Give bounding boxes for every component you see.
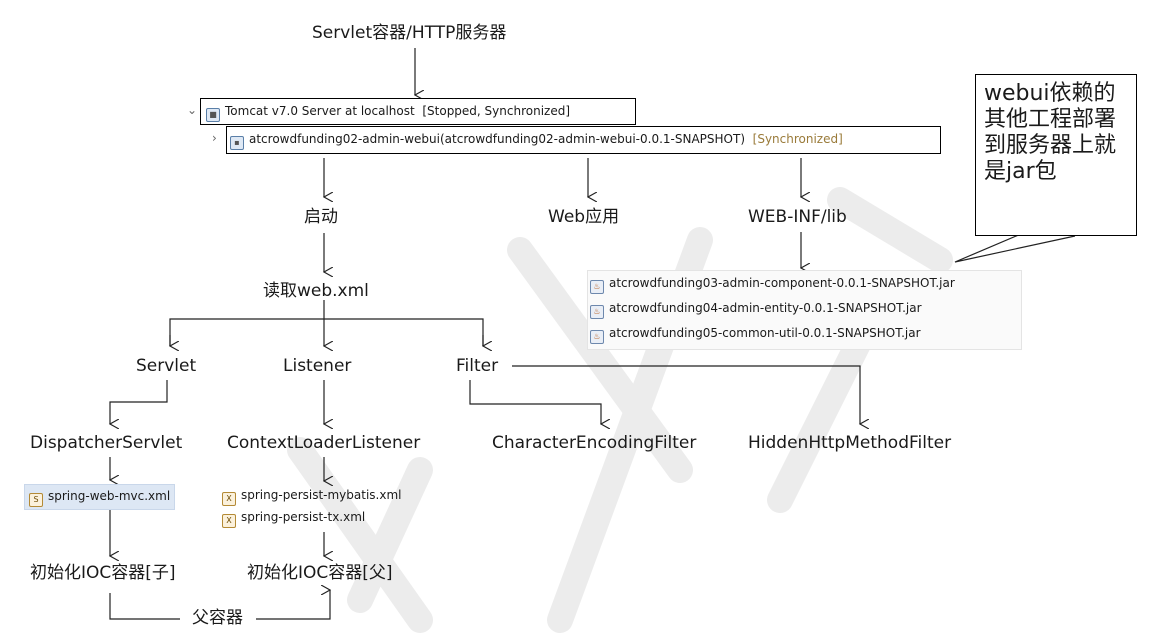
parent-container-label: 父容器	[192, 608, 243, 628]
server-status: [Stopped, Synchronized]	[422, 104, 571, 118]
jar-file-icon: ♨	[590, 280, 604, 294]
startup-label: 启动	[304, 207, 338, 227]
hidden-http-method-filter-label: HiddenHttpMethodFilter	[748, 433, 952, 453]
container-title: Servlet容器/HTTP服务器	[312, 23, 507, 43]
dispatcher-servlet-label: DispatcherServlet	[30, 433, 183, 453]
chevron-down-icon[interactable]: ⌄	[187, 103, 198, 117]
spring-config-icon: S	[29, 493, 43, 507]
server-label: Tomcat v7.0 Server at localhost	[225, 104, 415, 118]
servlet-label: Servlet	[136, 356, 197, 376]
module-label: atcrowdfunding02-admin-webui(atcrowdfund…	[249, 132, 745, 146]
server-icon: ■	[206, 108, 220, 122]
jar-name: atcrowdfunding05-common-util-0.0.1-SNAPS…	[609, 326, 921, 340]
list-item[interactable]: ♨ atcrowdfunding05-common-util-0.0.1-SNAP…	[590, 324, 921, 344]
xml-file-icon: X	[222, 492, 236, 506]
filter-label: Filter	[456, 356, 499, 376]
list-item[interactable]: ♨ atcrowdfunding03-admin-component-0.0.1-…	[590, 274, 955, 294]
list-item[interactable]: ♨ atcrowdfunding04-admin-entity-0.0.1-SNA…	[590, 299, 922, 319]
persist-tx-name: spring-persist-tx.xml	[241, 510, 366, 524]
chevron-right-icon[interactable]: ›	[212, 131, 217, 145]
module-row: ▪ atcrowdfunding02-admin-webui(atcrowdfun…	[230, 130, 843, 150]
module-status: [Synchronized]	[752, 132, 843, 146]
init-child-label: 初始化IOC容器[子]	[30, 563, 176, 583]
callout-text: webui依赖的其他工程部署到服务器上就是jar包	[984, 81, 1117, 184]
jar-file-icon: ♨	[590, 330, 604, 344]
jar-list: ♨ atcrowdfunding03-admin-component-0.0.1-…	[587, 270, 1022, 350]
xml-file-icon: X	[222, 514, 236, 528]
module-icon: ▪	[230, 136, 244, 150]
context-loader-listener-label: ContextLoaderListener	[227, 433, 421, 453]
web-app-label: Web应用	[548, 207, 620, 227]
character-encoding-filter-label: CharacterEncodingFilter	[492, 433, 697, 453]
jar-name: atcrowdfunding03-admin-component-0.0.1-S…	[609, 276, 955, 290]
server-box[interactable]: ■ Tomcat v7.0 Server at localhost [Stoppe…	[200, 98, 636, 125]
callout-box: webui依赖的其他工程部署到服务器上就是jar包	[975, 74, 1137, 236]
jar-name: atcrowdfunding04-admin-entity-0.0.1-SNAP…	[609, 301, 922, 315]
server-row: ■ Tomcat v7.0 Server at localhost [Stoppe…	[206, 102, 570, 122]
web-inf-lib-label: WEB-INF/lib	[748, 207, 847, 227]
jar-file-icon: ♨	[590, 305, 604, 319]
module-box[interactable]: ▪ atcrowdfunding02-admin-webui(atcrowdfun…	[226, 126, 941, 154]
listener-label: Listener	[283, 356, 352, 376]
spring-web-mvc-name: spring-web-mvc.xml	[48, 489, 171, 503]
persist-mybatis-name: spring-persist-mybatis.xml	[241, 488, 402, 502]
read-web-xml-label: 读取web.xml	[263, 281, 369, 301]
init-parent-label: 初始化IOC容器[父]	[247, 563, 393, 583]
